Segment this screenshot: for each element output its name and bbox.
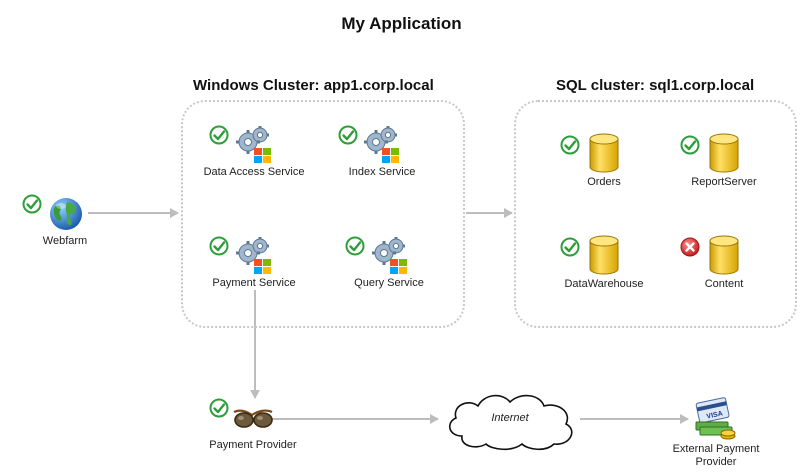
credit-card-money-icon[interactable]: VISA: [692, 396, 738, 447]
cloud-icon[interactable]: [440, 388, 582, 457]
query-service-status-ok-icon: [345, 236, 365, 261]
database-icon[interactable]: [588, 234, 620, 281]
index-service-label: Index Service: [348, 166, 416, 178]
webfarm-label: Webfarm: [42, 235, 88, 247]
database-icon[interactable]: [708, 234, 740, 281]
gears-windows-icon[interactable]: [368, 235, 410, 282]
svg-text:VISA: VISA: [706, 410, 723, 420]
page-title: My Application: [341, 14, 462, 33]
payment-provider-status-ok-icon: [209, 398, 229, 423]
database-icon[interactable]: [708, 132, 740, 179]
external-payment-provider-label: External Payment Provider: [673, 443, 760, 469]
webfarm-status-ok-icon: [22, 194, 42, 219]
database-icon[interactable]: [588, 132, 620, 179]
gears-windows-icon[interactable]: [360, 124, 402, 171]
query-service-label: Query Service: [354, 277, 424, 289]
glasses-icon[interactable]: [232, 406, 274, 437]
reportserver-label: ReportServer: [691, 176, 757, 188]
gears-windows-icon[interactable]: [232, 124, 274, 171]
windows-cluster-title: Windows Cluster: app1.corp.local: [193, 77, 434, 94]
internet-label: Internet: [491, 412, 529, 424]
external-payment-provider-label-line1: External Payment: [672, 443, 760, 455]
content-label: Content: [704, 278, 744, 290]
data-access-service-label: Data Access Service: [203, 166, 305, 178]
content-status-error-icon: [680, 237, 700, 262]
orders-status-ok-icon: [560, 135, 580, 160]
payment-service-label: Payment Service: [212, 277, 296, 289]
index-service-status-ok-icon: [338, 125, 358, 150]
data-access-service-status-ok-icon: [209, 125, 229, 150]
sql-cluster-title: SQL cluster: sql1.corp.local: [556, 77, 755, 94]
windows-cluster[interactable]: [181, 100, 465, 328]
reportserver-status-ok-icon: [680, 135, 700, 160]
gears-windows-icon[interactable]: [232, 235, 274, 282]
sql-cluster[interactable]: [514, 100, 797, 328]
globe-icon[interactable]: [48, 196, 84, 237]
payment-provider-label: Payment Provider: [209, 439, 297, 451]
payment-service-status-ok-icon: [209, 236, 229, 261]
orders-label: Orders: [587, 176, 621, 188]
datawarehouse-label: DataWarehouse: [564, 278, 644, 290]
external-payment-provider-label-line2: Provider: [695, 456, 737, 468]
datawarehouse-status-ok-icon: [560, 237, 580, 262]
